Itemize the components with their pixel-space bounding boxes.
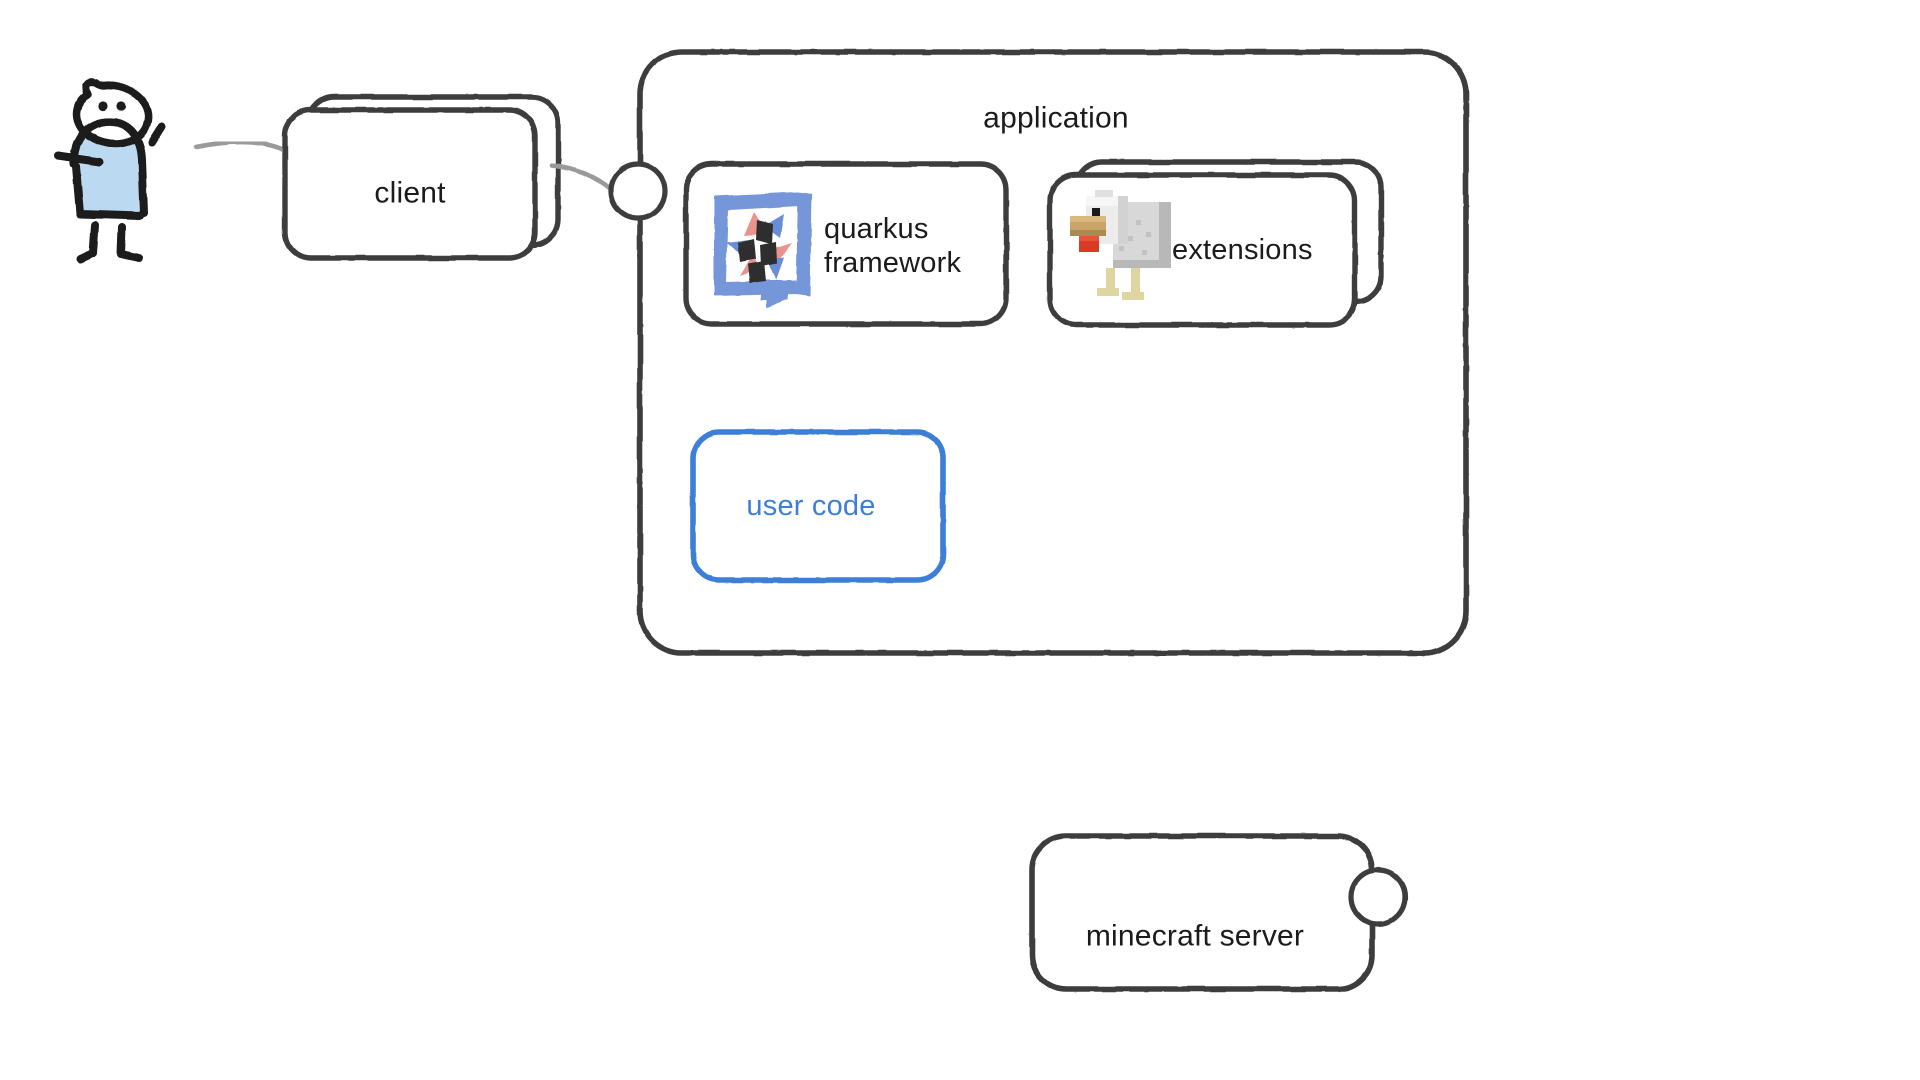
client-label: client bbox=[374, 176, 446, 210]
quarkus-framework-label: quarkus framework bbox=[824, 212, 961, 280]
user-actor bbox=[54, 78, 166, 263]
user-code-box[interactable] bbox=[690, 429, 946, 583]
client-box[interactable] bbox=[282, 107, 538, 261]
minecraft-server-label: minecraft server bbox=[1085, 919, 1305, 953]
minecraft-server-box[interactable] bbox=[1029, 833, 1375, 992]
quarkus-label-line1: quarkus bbox=[824, 212, 929, 245]
connector-actor-to-client bbox=[193, 139, 291, 155]
quarkus-logo-icon bbox=[714, 192, 812, 308]
extensions-label: extensions bbox=[1172, 233, 1313, 266]
connector-client-to-application bbox=[549, 162, 615, 193]
minecraft-server-port-circle[interactable] bbox=[1348, 867, 1408, 927]
minecraft-chicken-icon bbox=[1070, 190, 1171, 300]
user-code-label: user code bbox=[746, 489, 876, 522]
quarkus-label-line2: framework bbox=[824, 247, 962, 279]
application-label: application bbox=[983, 101, 1129, 135]
application-port-circle[interactable] bbox=[608, 161, 668, 221]
